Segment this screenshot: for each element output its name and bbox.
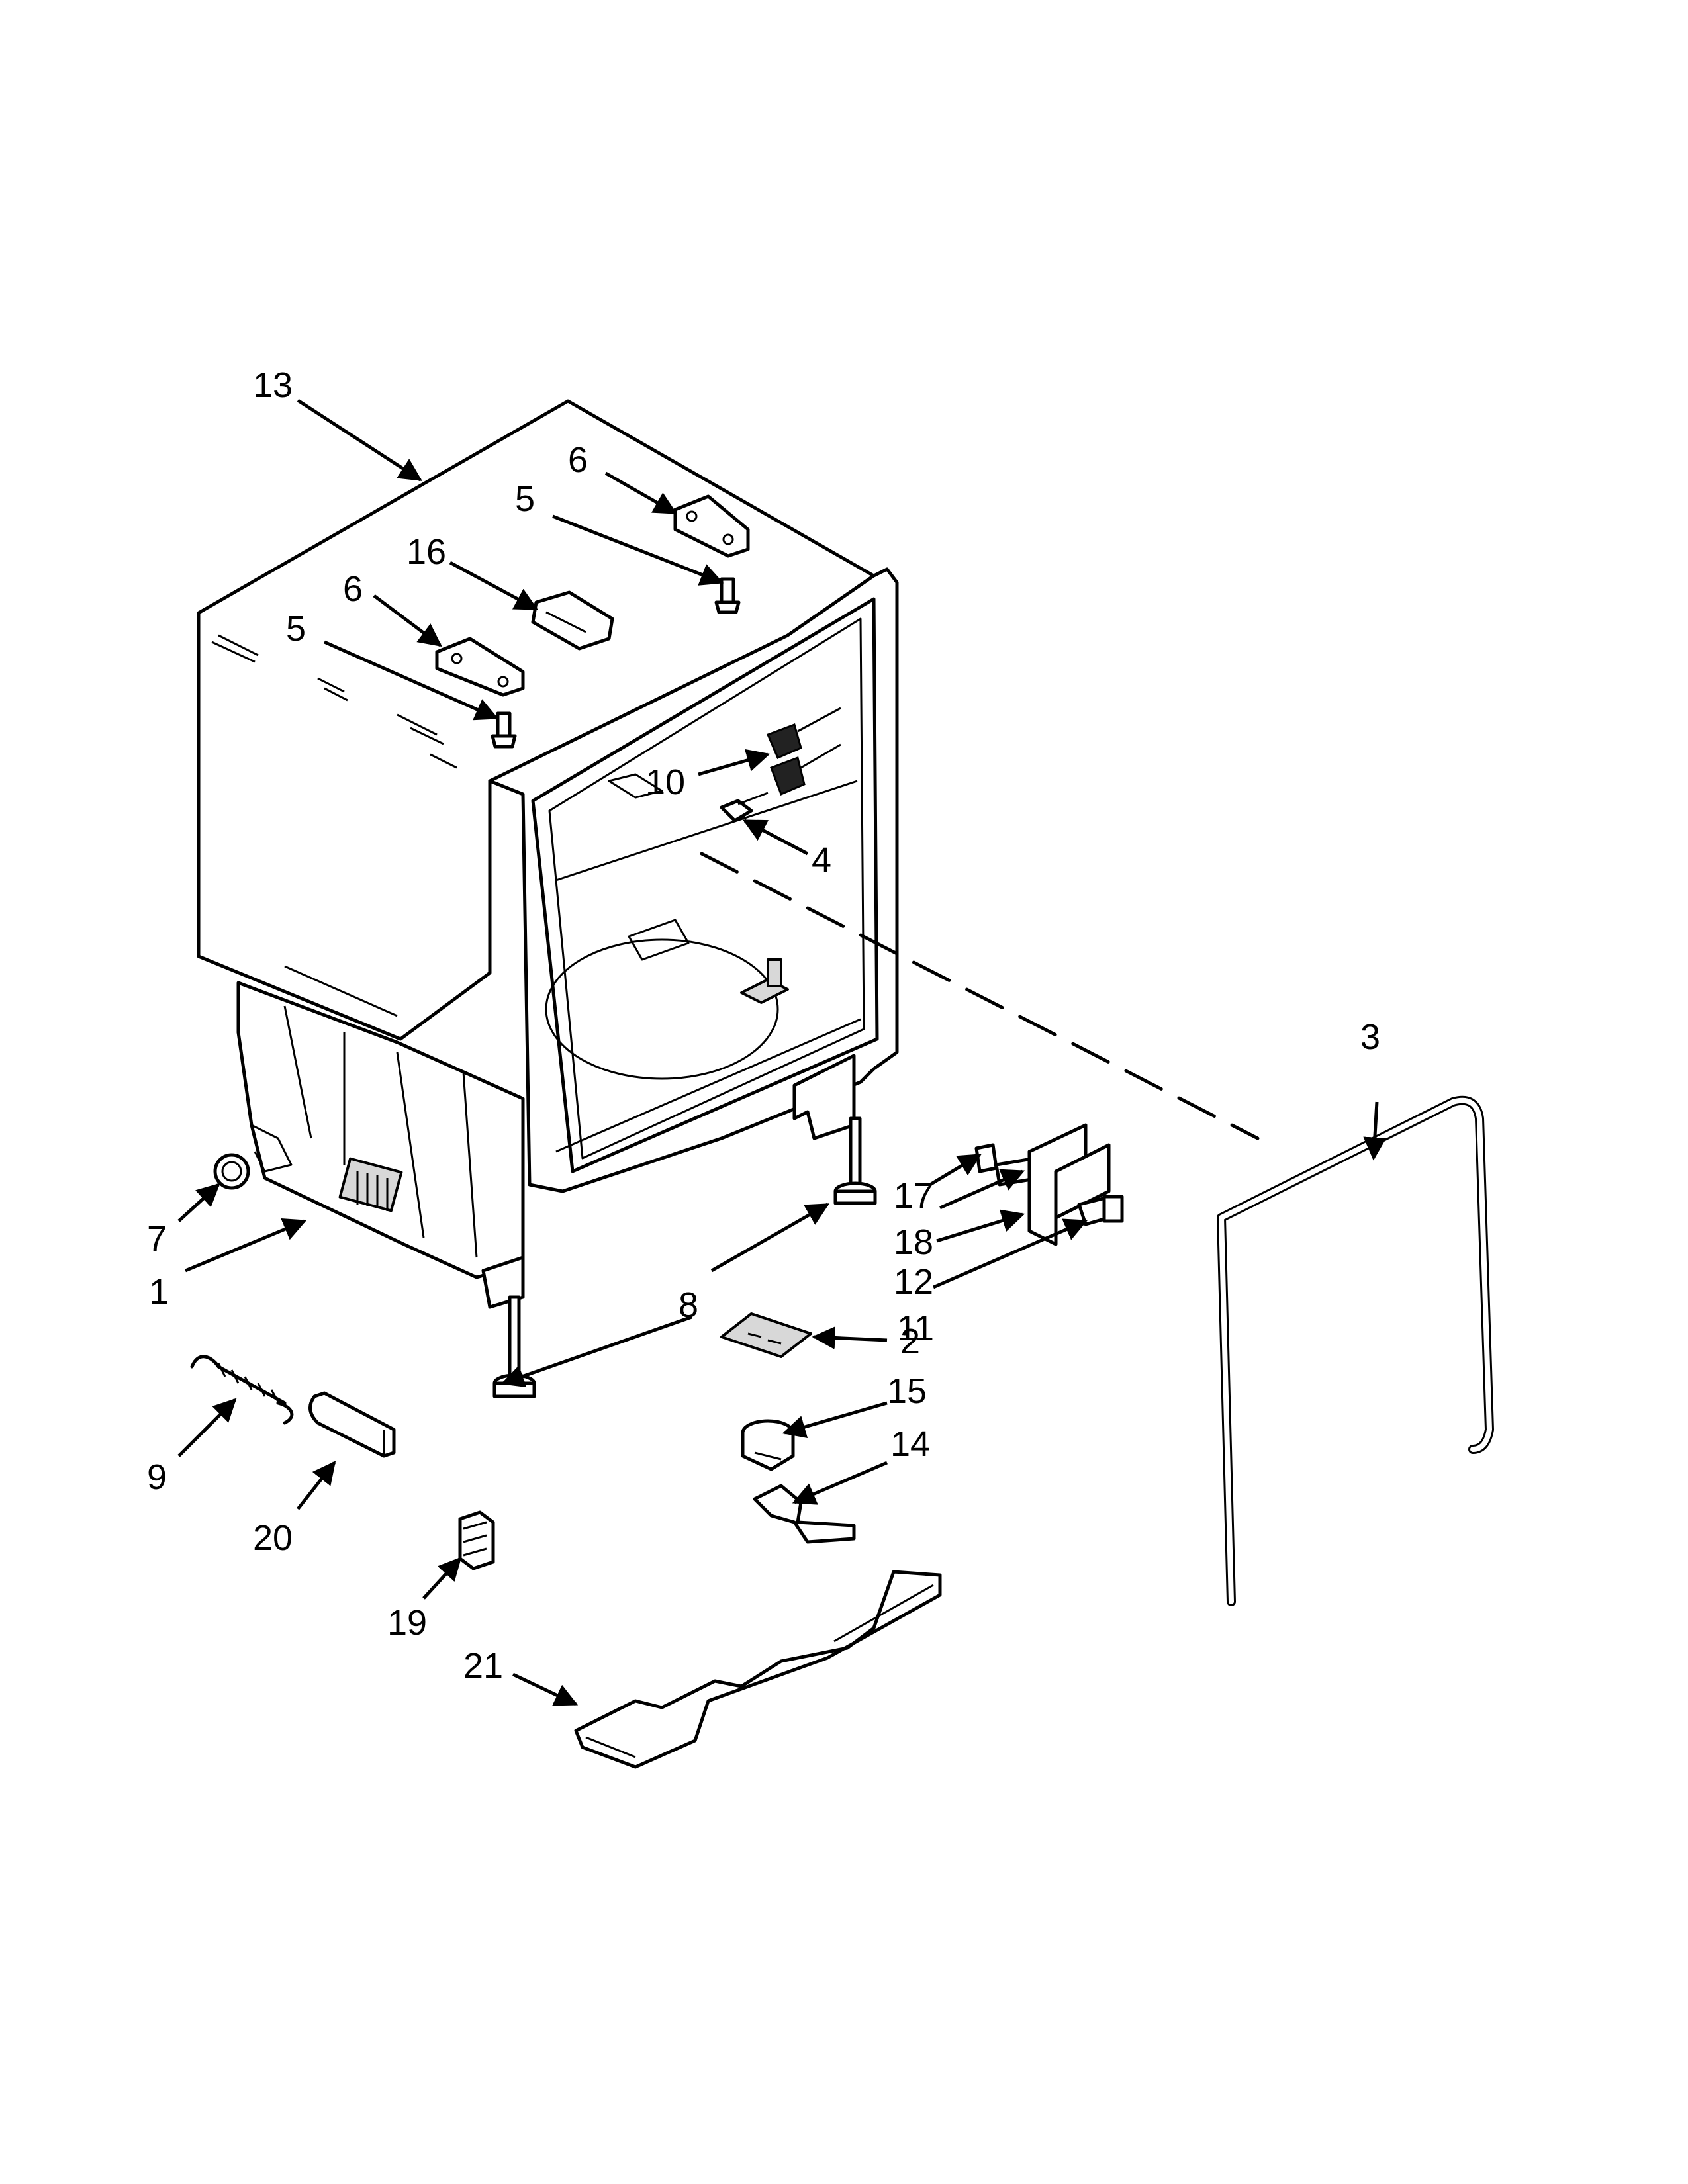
clip-part-17[interactable]	[974, 1143, 998, 1173]
panel-part-21[interactable]	[574, 1570, 942, 1769]
callout-5-upper: 5	[515, 479, 535, 519]
screw-part-5-upper[interactable]	[714, 577, 741, 614]
bracket-part-12[interactable]	[1027, 1123, 1111, 1246]
mounting-bracket-part-6-upper[interactable]	[673, 494, 750, 558]
callout-15: 15	[887, 1371, 927, 1411]
cap-part-7[interactable]	[213, 1153, 250, 1190]
callout-19: 19	[387, 1603, 427, 1643]
plug-part-19[interactable]	[458, 1510, 495, 1570]
vent-part-16[interactable]	[531, 590, 614, 651]
callout-8: 8	[679, 1285, 698, 1325]
callout-14: 14	[890, 1424, 930, 1464]
callout-6-upper: 6	[568, 440, 588, 480]
callout-1: 1	[149, 1272, 169, 1312]
door-gasket-part-3[interactable]	[1217, 1095, 1494, 1606]
callout-6-lower: 6	[343, 569, 363, 609]
screw-part-4[interactable]	[720, 792, 769, 823]
callout-20: 20	[253, 1518, 293, 1558]
callout-21: 21	[463, 1646, 503, 1686]
bracket-part-14[interactable]	[753, 1484, 856, 1544]
callout-16: 16	[406, 532, 446, 572]
callout-10: 10	[645, 762, 685, 802]
callout-2: 2	[900, 1322, 920, 1361]
leveling-leg-part-8-rear[interactable]	[833, 1116, 877, 1205]
mounting-bracket-part-6-lower[interactable]	[435, 637, 525, 697]
screw-part-11[interactable]	[1077, 1195, 1124, 1226]
callout-labels: 13 6 5 16 6 5 10 4 3 7 1 8 17 18 12 11 2…	[147, 365, 1380, 1686]
callout-9: 9	[147, 1457, 167, 1497]
thermostat-part-15[interactable]	[741, 1419, 795, 1471]
callout-5-lower: 5	[286, 609, 306, 649]
callout-17: 17	[894, 1176, 933, 1216]
rack-stop-part-10[interactable]	[767, 707, 841, 796]
callout-11: 11	[897, 1308, 934, 1348]
leader-lines	[177, 398, 1387, 1706]
screw-part-5-lower[interactable]	[491, 711, 517, 749]
spring-part-9[interactable]	[190, 1355, 294, 1425]
callout-7: 7	[147, 1219, 167, 1259]
alignment-dash-line	[700, 852, 1260, 1140]
leveling-leg-part-8-front[interactable]	[492, 1295, 536, 1398]
cover-part-20[interactable]	[308, 1391, 396, 1458]
callout-13: 13	[253, 365, 293, 405]
pad-part-2[interactable]	[720, 1312, 812, 1358]
callout-18: 18	[894, 1222, 933, 1262]
callout-12: 12	[894, 1262, 933, 1302]
callout-3: 3	[1360, 1017, 1380, 1057]
callout-4: 4	[812, 841, 831, 880]
